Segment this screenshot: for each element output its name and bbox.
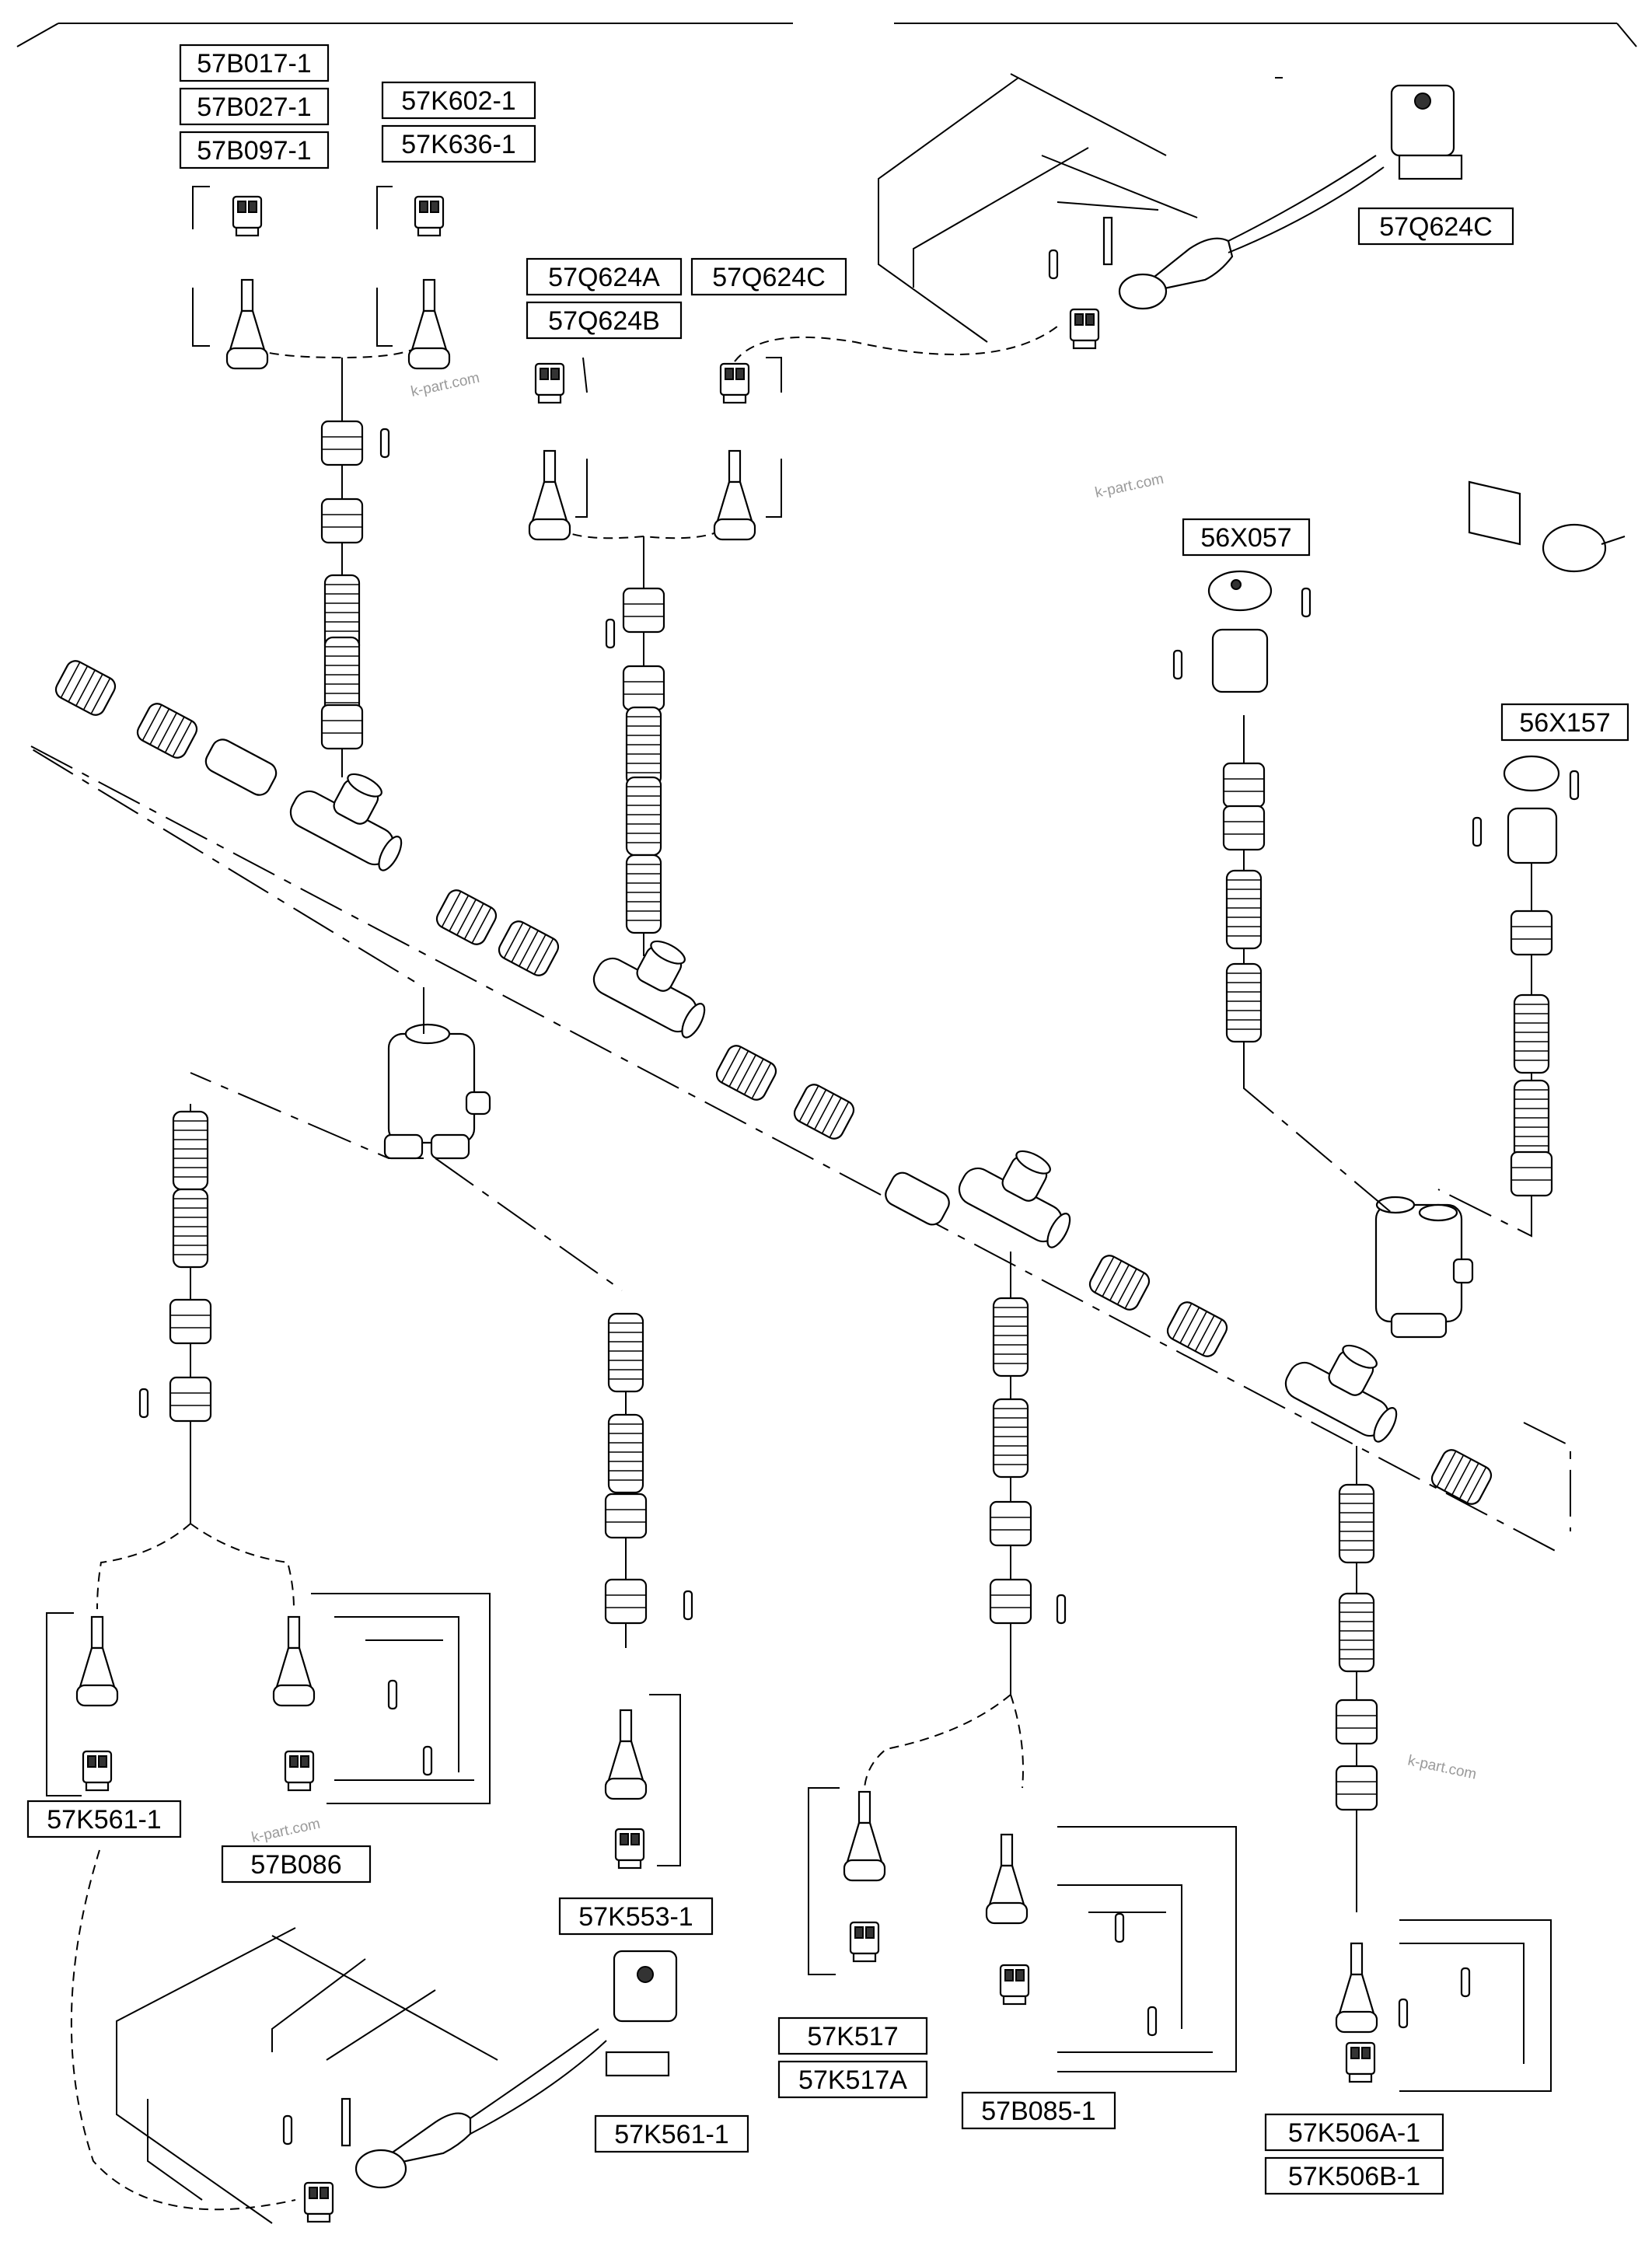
branch-a-connectors xyxy=(225,195,451,370)
label-57K553-1: 57K553-1 xyxy=(558,1897,714,1936)
tee-junction-3 xyxy=(952,1129,1093,1252)
mid-fitting xyxy=(885,1171,950,1226)
label-57B027-1: 57B027-1 xyxy=(179,87,330,126)
watermark-2: k-part.com xyxy=(1094,471,1165,501)
svg-text:57K602-1: 57K602-1 xyxy=(401,86,515,116)
left-margin-line xyxy=(16,23,59,47)
branch-left-bracket-1 xyxy=(46,1612,82,1796)
branch-k517-parts xyxy=(989,1297,1067,1625)
svg-text:57Q624C: 57Q624C xyxy=(1379,212,1493,242)
branch-left-bracket-2 xyxy=(311,1593,491,1804)
svg-text:57K553-1: 57K553-1 xyxy=(578,1902,693,1932)
svg-text:56X057: 56X057 xyxy=(1200,523,1291,553)
svg-text:57B097-1: 57B097-1 xyxy=(197,136,311,166)
branch-b085-bracket xyxy=(1057,1826,1237,2072)
svg-text:57K561-1: 57K561-1 xyxy=(614,2120,728,2149)
q624c-bracket xyxy=(878,73,1283,343)
y-splitter-left xyxy=(383,1023,491,1160)
branch-k553-bracket xyxy=(649,1694,681,1866)
q624c-assembly xyxy=(1048,84,1463,350)
label-57Q624A: 57Q624A xyxy=(526,257,683,296)
svg-text:57B085-1: 57B085-1 xyxy=(981,2097,1095,2126)
label-57K506A-1: 57K506A-1 xyxy=(1264,2113,1444,2152)
label-57K561-1-left: 57K561-1 xyxy=(26,1800,182,1838)
branch-b-bracket-left xyxy=(575,357,588,518)
branch-k553-parts xyxy=(604,1312,693,1625)
tee-junction-1 xyxy=(284,752,424,875)
tee-junction-2 xyxy=(587,919,728,1042)
branch-a-wires xyxy=(240,341,424,359)
label-57B017-1: 57B017-1 xyxy=(179,44,330,82)
label-56X057: 56X057 xyxy=(1182,518,1311,557)
label-57K506B-1: 57K506B-1 xyxy=(1264,2156,1444,2195)
branch-56x057-to-splitter xyxy=(1243,1081,1392,1213)
branch-b-connectors xyxy=(528,362,756,541)
label-57Q624C-small: 57Q624C xyxy=(690,257,847,296)
end-fitting-left xyxy=(204,738,278,796)
tape-and-cable-tie xyxy=(1468,480,1626,573)
branch-b-bracket-right xyxy=(766,357,782,518)
label-57K517: 57K517 xyxy=(777,2016,928,2055)
branch-a-parts xyxy=(320,420,390,750)
svg-text:57Q624C: 57Q624C xyxy=(712,263,826,292)
tee-junction-4 xyxy=(1279,1323,1420,1446)
right-margin-line xyxy=(1616,23,1637,47)
label-57B086: 57B086 xyxy=(221,1845,372,1884)
svg-text:57K561-1: 57K561-1 xyxy=(47,1805,161,1835)
branch-left-connectors xyxy=(75,1615,433,1792)
svg-text:57B027-1: 57B027-1 xyxy=(197,93,311,122)
k561-wire xyxy=(70,1849,296,2211)
watermark-1: k-part.com xyxy=(410,370,481,400)
label-57K602-1: 57K602-1 xyxy=(381,81,536,120)
svg-text:57B086: 57B086 xyxy=(250,1850,341,1880)
watermark-4: k-part.com xyxy=(250,1816,322,1846)
label-56X157: 56X157 xyxy=(1500,703,1629,742)
y-splitter-right xyxy=(1374,1196,1474,1339)
branch-56x057-parts xyxy=(1172,570,1311,1043)
main-trunk-centerline xyxy=(30,745,1563,1555)
branch-left-wires xyxy=(96,1523,295,1610)
branch-a-bracket-left xyxy=(192,186,210,347)
svg-text:57B017-1: 57B017-1 xyxy=(197,49,311,79)
watermark-3: k-part.com xyxy=(1406,1752,1478,1782)
k561-bottom-bracket xyxy=(116,1927,498,2224)
branch-k553-connector xyxy=(604,1709,648,1870)
label-57B097-1: 57B097-1 xyxy=(179,131,330,169)
label-57B085-1: 57B085-1 xyxy=(961,2091,1116,2130)
branch-56x157-parts xyxy=(1472,755,1580,1197)
svg-text:57K517: 57K517 xyxy=(807,2022,898,2051)
label-57K517A: 57K517A xyxy=(777,2060,928,2099)
right-trunk-end xyxy=(1523,1422,1571,1531)
svg-text:57K506B-1: 57K506B-1 xyxy=(1288,2162,1420,2191)
svg-text:56X157: 56X157 xyxy=(1519,708,1610,738)
branch-k517-connectors xyxy=(843,1790,1158,2037)
label-57K636-1: 57K636-1 xyxy=(381,124,536,163)
label-57Q624C-top: 57Q624C xyxy=(1357,207,1514,246)
branch-left-parts xyxy=(138,1110,212,1423)
label-57K561-1-bottom: 57K561-1 xyxy=(594,2114,749,2153)
branch-k506-bracket xyxy=(1399,1919,1552,2092)
svg-text:57K636-1: 57K636-1 xyxy=(401,130,515,159)
svg-text:57K506A-1: 57K506A-1 xyxy=(1288,2118,1420,2148)
svg-text:57Q624B: 57Q624B xyxy=(548,306,660,336)
branch-k517-bracket xyxy=(808,1787,840,1975)
branch-b-parts xyxy=(605,587,665,934)
label-57Q624B: 57Q624B xyxy=(526,301,683,340)
svg-text:57K517A: 57K517A xyxy=(798,2065,907,2095)
branch-b-wire-to-q624c xyxy=(734,326,1058,362)
branch-b-wires xyxy=(547,516,735,539)
k561-bottom-assembly xyxy=(282,1950,678,2223)
left-splitter-link xyxy=(26,745,623,1291)
branch-k517-wires xyxy=(864,1694,1024,1789)
branch-56x157-to-splitter xyxy=(1437,1189,1532,1238)
svg-text:57Q624A: 57Q624A xyxy=(548,263,660,292)
branch-a-bracket-right xyxy=(376,186,393,347)
branch-k506-connector xyxy=(1335,1942,1471,2083)
